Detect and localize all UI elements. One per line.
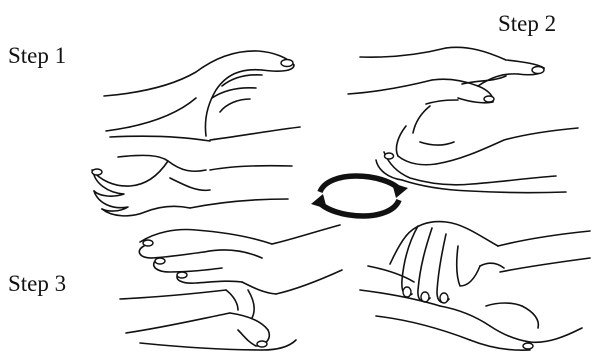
step-3-illustration (120, 225, 342, 350)
step-2-top-hand (348, 47, 544, 133)
step-3-top-hand (139, 225, 342, 294)
step-4-top-hand (390, 222, 590, 303)
circular-arrows-icon (311, 176, 408, 216)
step-4-illustration (360, 222, 590, 351)
step-1-illustration (92, 51, 300, 216)
step-1-bottom-hand (92, 127, 300, 216)
step-4-bottom-hand (360, 266, 582, 350)
step-2-bottom-hand (376, 126, 578, 193)
step-3-bottom-hand (120, 290, 296, 350)
step-2-illustration (348, 47, 578, 192)
step-1-top-hand (104, 51, 294, 136)
